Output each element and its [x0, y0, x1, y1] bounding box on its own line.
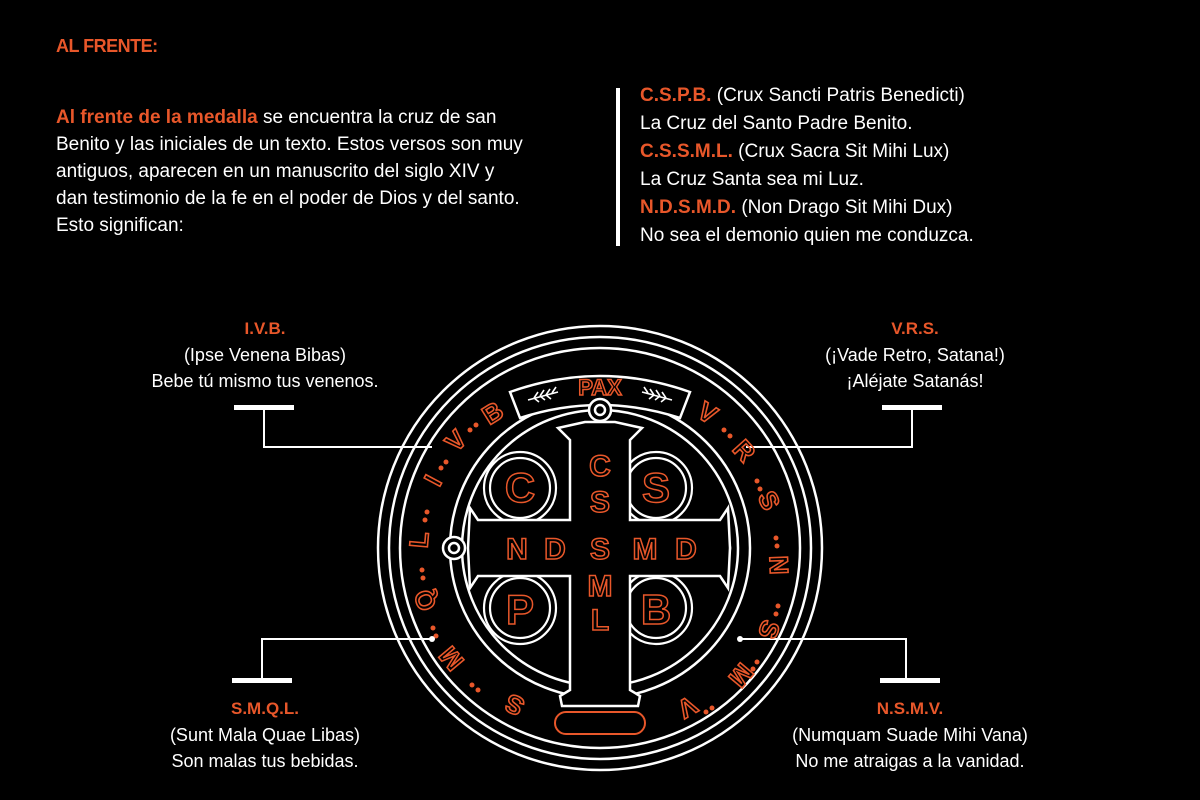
svg-text:R: R: [727, 434, 762, 468]
svg-text:S: S: [500, 688, 528, 723]
horizontal-letter: N: [506, 533, 528, 566]
meanings-list: C.S.P.B. (Crux Sancti Patris Benedicti) …: [640, 82, 974, 250]
callout-latin: (Ipse Venena Bibas): [183, 345, 347, 365]
callout-translation: Bebe tú mismo tus venenos.: [151, 371, 379, 391]
callout-vrs: V.R.S. (¡Vade Retro, Satana!) ¡Aléjate S…: [770, 316, 1060, 394]
meaning-item: C.S.S.M.L. (Crux Sacra Sit Mihi Lux): [640, 138, 974, 166]
quadrant-letter-c: C: [505, 464, 535, 511]
meaning-translation: La Cruz del Santo Padre Benito.: [640, 113, 913, 134]
quadrant-medallions: [482, 450, 694, 646]
meaning-abbr: C.S.P.B.: [640, 85, 712, 106]
vertical-letter: S: [590, 486, 610, 519]
svg-text:M: M: [723, 657, 760, 693]
bottom-oval: [554, 711, 646, 735]
svg-text:V: V: [439, 424, 473, 458]
callout-nsmv: N.S.M.V. (Numquam Suade Mihi Vana) No me…: [760, 696, 1060, 774]
callout-translation: Son malas tus bebidas.: [171, 751, 359, 771]
svg-text:Q: Q: [408, 586, 443, 615]
quadrant-letter-b: B: [641, 586, 671, 633]
meaning-translation: No sea el demonio quien me conduzca.: [640, 225, 974, 246]
section-heading: AL FRENTE:: [56, 36, 158, 56]
leader-lines: [232, 405, 942, 683]
svg-text:B: B: [477, 395, 509, 430]
meaning-abbr: N.D.S.M.D.: [640, 197, 737, 218]
meaning-item: C.S.P.B. (Crux Sancti Patris Benedicti): [640, 82, 974, 110]
quadrant-letter-p: P: [506, 586, 534, 633]
horizontal-letter: M: [633, 533, 658, 566]
intro-paragraph: Al frente de la medalla se encuentra la …: [56, 104, 526, 239]
intro-highlight: Al frente de la medalla: [56, 107, 258, 128]
meaning-latin: (Crux Sacra Sit Mihi Lux): [732, 141, 950, 162]
svg-text:L: L: [403, 531, 434, 550]
svg-text:N: N: [764, 555, 795, 575]
callout-abbr: N.S.M.V.: [876, 699, 944, 718]
svg-text:I: I: [418, 470, 448, 490]
callout-latin: (Sunt Mala Quae Libas): [169, 725, 361, 745]
callout-ivb: I.V.B. (Ipse Venena Bibas) Bebe tú mismo…: [120, 316, 410, 394]
pax-banner: PAX: [508, 374, 692, 420]
meaning-latin: (Crux Sancti Patris Benedicti): [711, 85, 965, 106]
callout-abbr: I.V.B.: [244, 319, 286, 338]
horizontal-letter: S: [590, 533, 610, 566]
meaning-latin: (Non Drago Sit Mihi Dux): [736, 197, 953, 218]
ring-dots: [419, 422, 781, 715]
callout-translation: ¡Aléjate Satanás!: [846, 371, 984, 391]
callout-abbr: S.M.Q.L.: [231, 699, 299, 718]
vertical-letter: M: [588, 570, 613, 603]
svg-text:V: V: [692, 396, 723, 431]
cross-shape: [466, 420, 732, 708]
svg-text:M: M: [433, 641, 470, 677]
vertical-letter: C: [589, 450, 611, 483]
callout-smql: S.M.Q.L. (Sunt Mala Quae Libas) Son mala…: [120, 696, 410, 774]
olive-branch-left-icon: [527, 386, 559, 403]
callout-translation: No me atraigas a la vanidad.: [795, 751, 1025, 771]
leader-endpoints: [429, 636, 743, 642]
quadrant-letter-s: S: [642, 464, 670, 511]
vertical-letter: L: [591, 604, 609, 637]
intro-text: se encuentra la cruz de san Benito y las…: [56, 107, 523, 236]
meaning-abbr: C.S.S.M.L.: [640, 141, 733, 162]
meaning-translation: La Cruz Santa sea mi Luz.: [640, 169, 864, 190]
svg-text:V: V: [672, 690, 703, 725]
horizontal-letter: D: [675, 533, 697, 566]
cross-letters: C S P B C S M L N D S M D: [504, 449, 698, 638]
olive-branch-right-icon: [641, 386, 673, 403]
callout-latin: (Numquam Suade Mihi Vana): [792, 725, 1028, 745]
horizontal-letter: D: [544, 533, 566, 566]
svg-text:S: S: [752, 486, 787, 514]
meanings-divider: [616, 88, 620, 246]
callout-latin: (¡Vade Retro, Satana!): [825, 345, 1005, 365]
meaning-item: N.D.S.M.D. (Non Drago Sit Mihi Dux): [640, 194, 974, 222]
callout-abbr: V.R.S.: [891, 319, 939, 338]
pax-text: PAX: [578, 375, 622, 400]
